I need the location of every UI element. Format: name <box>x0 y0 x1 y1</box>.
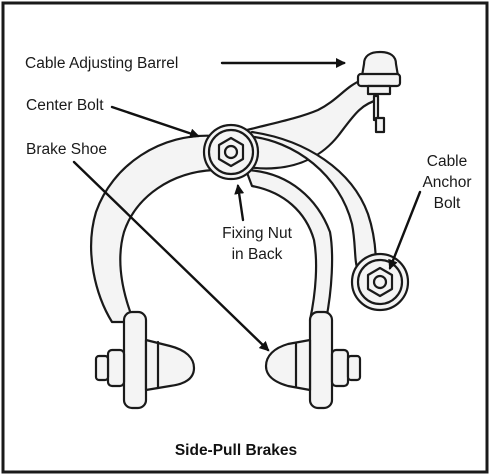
arrow-cable-anchor-bolt <box>388 190 422 270</box>
cable-anchor-bolt <box>350 252 410 312</box>
cable-adjusting-barrel <box>356 50 402 96</box>
label-cable-anchor-bolt-line3: Bolt <box>434 195 461 212</box>
label-fixing-nut-line2: in Back <box>232 246 283 263</box>
label-cable-anchor-bolt-line2: Anchor <box>422 174 471 191</box>
arrow-center-bolt <box>110 105 200 139</box>
label-center-bolt: Center Bolt <box>26 97 104 114</box>
right-brake-shoe <box>264 310 362 410</box>
label-cable-adjusting-barrel: Cable Adjusting Barrel <box>25 55 178 72</box>
left-caliper-arm <box>90 134 218 324</box>
label-brake-shoe: Brake Shoe <box>26 141 107 158</box>
label-cable-anchor-bolt-line1: Cable <box>427 153 468 170</box>
arrow-brake-shoe <box>72 160 270 352</box>
left-brake-shoe <box>94 310 196 410</box>
label-fixing-nut-line1: Fixing Nut <box>222 225 292 242</box>
arrow-fixing-nut <box>234 184 245 222</box>
diagram-caption: Side-Pull Brakes <box>175 442 297 459</box>
center-bolt <box>202 123 260 181</box>
